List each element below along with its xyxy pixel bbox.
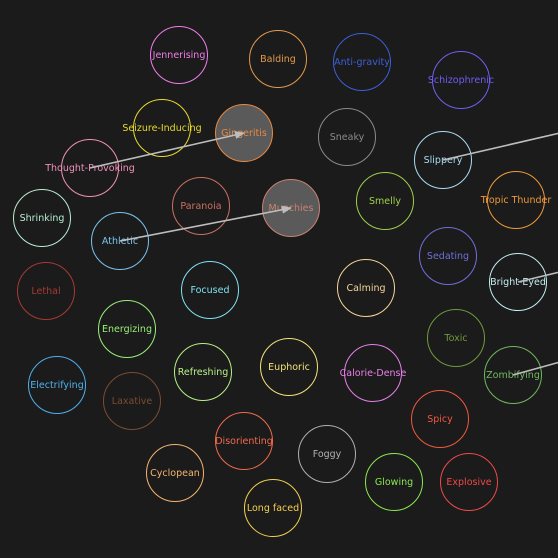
- effect-node-gingeritis[interactable]: Gingeritis: [215, 104, 273, 162]
- effect-label: Zombifying: [486, 369, 540, 381]
- effect-node-athletic[interactable]: Athletic: [91, 212, 149, 270]
- effect-node-bright-eyed[interactable]: Bright-Eyed: [489, 253, 547, 311]
- effect-node-slippery[interactable]: Slippery: [414, 131, 472, 189]
- effect-label: Spicy: [427, 413, 453, 425]
- effect-label: Slippery: [423, 154, 463, 166]
- effect-label: Euphoric: [268, 361, 310, 373]
- effect-node-seizure-inducing[interactable]: Seizure-Inducing: [122, 99, 202, 157]
- effect-label: Schizophrenic: [427, 74, 495, 86]
- effect-label: Focused: [190, 284, 230, 296]
- effect-label: Seizure-Inducing: [122, 122, 202, 134]
- effect-label: Athletic: [101, 235, 139, 247]
- effect-node-toxic[interactable]: Toxic: [427, 309, 485, 367]
- effect-node-anti-gravity[interactable]: Anti-gravity: [333, 33, 391, 91]
- effect-node-explosive[interactable]: Explosive: [440, 453, 498, 511]
- effect-label: Foggy: [312, 448, 342, 460]
- effect-node-calorie-dense[interactable]: Calorie-Dense: [340, 344, 406, 402]
- effect-label: Energizing: [102, 323, 152, 335]
- effect-label: Laxative: [111, 395, 153, 407]
- effect-node-thought-provoking[interactable]: Thought-Provoking: [45, 139, 135, 197]
- effect-label: Refreshing: [177, 366, 229, 378]
- effect-node-calming[interactable]: Calming: [337, 259, 395, 317]
- effect-label: Toxic: [444, 332, 468, 344]
- effect-label: Lethal: [31, 285, 61, 297]
- effect-node-refreshing[interactable]: Refreshing: [174, 343, 232, 401]
- effect-label: Calming: [346, 282, 386, 294]
- effect-node-glowing[interactable]: Glowing: [365, 453, 423, 511]
- effect-label: Jennerising: [152, 49, 206, 61]
- effect-node-zombifying[interactable]: Zombifying: [484, 346, 542, 404]
- effect-node-foggy[interactable]: Foggy: [298, 425, 356, 483]
- effect-node-long-faced[interactable]: Long faced: [244, 479, 302, 537]
- effect-label: Long faced: [246, 502, 300, 514]
- effect-node-focused[interactable]: Focused: [181, 261, 239, 319]
- effect-node-euphoric[interactable]: Euphoric: [260, 338, 318, 396]
- effect-node-energizing[interactable]: Energizing: [98, 300, 156, 358]
- effect-label: Electrifying: [30, 379, 84, 391]
- effect-node-shrinking[interactable]: Shrinking: [13, 189, 71, 247]
- effect-label: Explosive: [446, 476, 492, 488]
- effect-label: Anti-gravity: [334, 56, 390, 68]
- effect-label: Sneaky: [329, 131, 365, 143]
- effect-label: Cyclopean: [150, 467, 200, 479]
- effect-node-sneaky[interactable]: Sneaky: [318, 108, 376, 166]
- effect-label: Thought-Provoking: [45, 162, 135, 174]
- effect-node-jennerising[interactable]: Jennerising: [150, 26, 208, 84]
- effect-node-spicy[interactable]: Spicy: [411, 390, 469, 448]
- effect-node-electrifying[interactable]: Electrifying: [28, 356, 86, 414]
- effect-node-balding[interactable]: Balding: [249, 30, 307, 88]
- effect-node-sedating[interactable]: Sedating: [419, 227, 477, 285]
- effect-label: Bright-Eyed: [490, 276, 546, 288]
- effect-label: Paranoia: [180, 200, 222, 212]
- effect-node-cyclopean[interactable]: Cyclopean: [146, 444, 204, 502]
- effect-label: Munchies: [268, 202, 314, 214]
- effect-label: Gingeritis: [221, 127, 267, 139]
- effect-node-munchies[interactable]: Munchies: [262, 179, 320, 237]
- effect-node-disorienting[interactable]: Disorienting: [215, 412, 273, 470]
- effect-node-schizophrenic[interactable]: Schizophrenic: [428, 51, 494, 109]
- effect-node-smelly[interactable]: Smelly: [356, 172, 414, 230]
- effect-node-lethal[interactable]: Lethal: [17, 262, 75, 320]
- effect-label: Tropic Thunder: [480, 194, 552, 206]
- effect-label: Disorienting: [215, 435, 273, 447]
- effect-label: Calorie-Dense: [339, 367, 407, 379]
- effect-label: Glowing: [374, 476, 414, 488]
- effect-label: Balding: [260, 53, 296, 65]
- effect-label: Sedating: [426, 250, 470, 262]
- effect-label: Shrinking: [19, 212, 65, 224]
- effect-label: Smelly: [368, 195, 402, 207]
- effect-node-laxative[interactable]: Laxative: [103, 372, 161, 430]
- effect-node-paranoia[interactable]: Paranoia: [172, 177, 230, 235]
- effect-node-tropic-thunder[interactable]: Tropic Thunder: [481, 171, 551, 229]
